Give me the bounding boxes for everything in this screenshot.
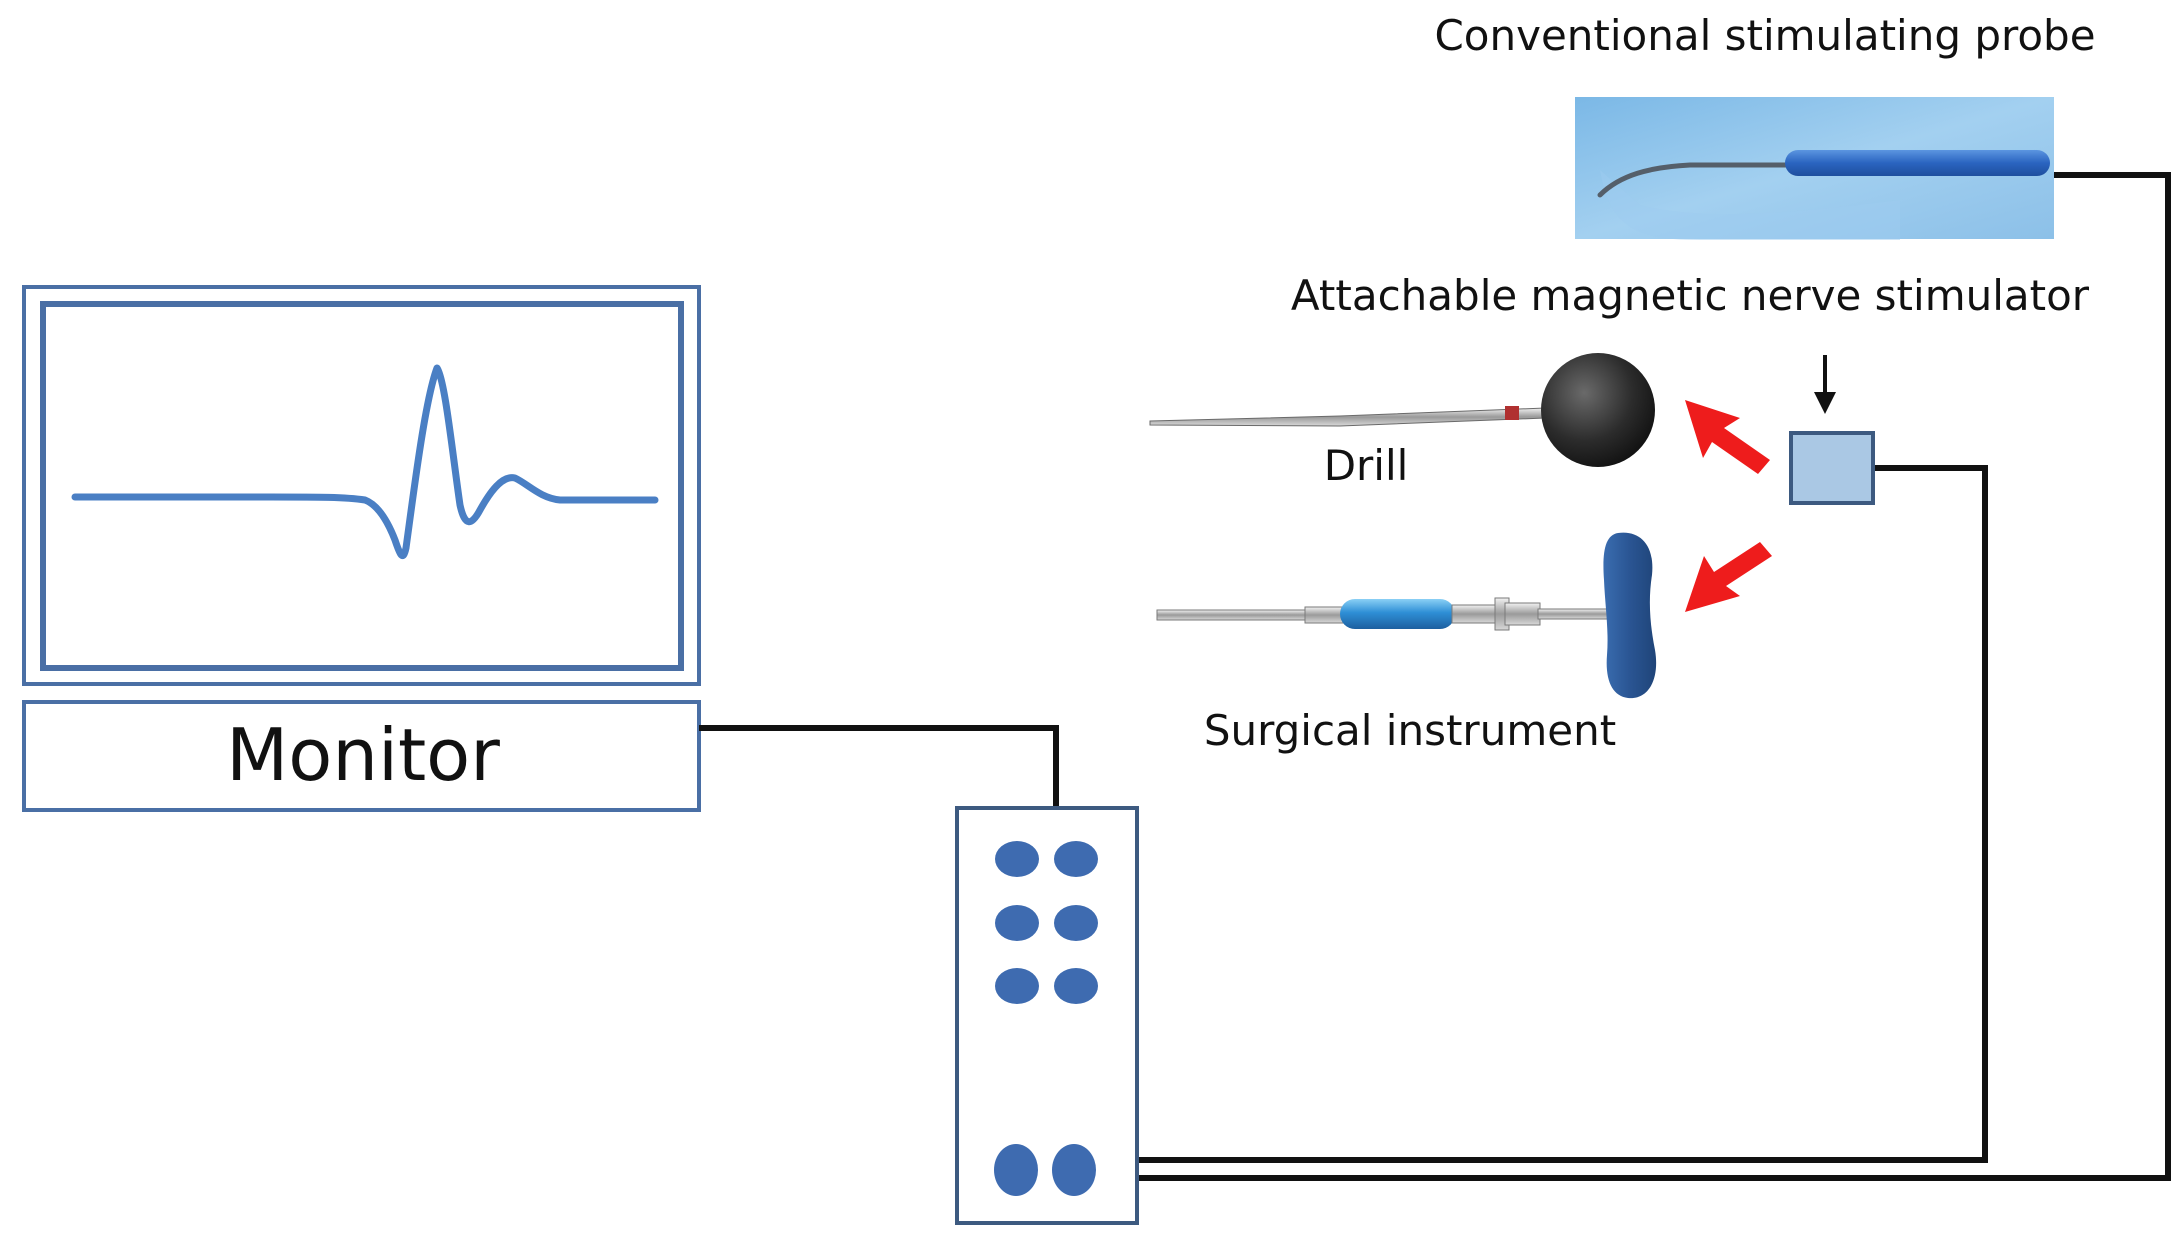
drill-shaft xyxy=(1149,407,1546,427)
unit-port xyxy=(1054,968,1098,1004)
monitor-label: Monitor xyxy=(226,713,500,797)
red-arrow-to-drill xyxy=(1685,400,1770,474)
surgical-instrument-photo xyxy=(1156,532,1657,699)
instrument-handle xyxy=(1340,599,1455,629)
drill-ball xyxy=(1541,353,1655,467)
probe-handle xyxy=(1785,150,2050,176)
drill-photo xyxy=(1149,353,1655,467)
monitor-label-box: Monitor xyxy=(22,700,701,812)
unit-port xyxy=(994,1144,1038,1196)
stimulator-to-unit-wire xyxy=(1078,465,1988,1163)
stimulator-label: Attachable magnetic nerve stimulator xyxy=(1291,271,2090,320)
red-arrow-to-surgical-instrument xyxy=(1685,542,1772,612)
probe-to-unit-wire xyxy=(1078,172,2171,1181)
instrument-t-handle xyxy=(1603,532,1657,699)
magnetic-stimulator-block xyxy=(1789,431,1875,505)
stimulation-unit xyxy=(955,806,1139,1225)
monitor-to-unit-wire xyxy=(699,725,1059,808)
probe-label: Conventional stimulating probe xyxy=(1434,11,2095,60)
unit-port xyxy=(1054,841,1098,877)
unit-port xyxy=(995,968,1039,1004)
waveform-signal xyxy=(71,364,659,560)
unit-port xyxy=(1054,905,1098,941)
unit-port xyxy=(1052,1144,1096,1196)
drill-label: Drill xyxy=(1324,441,1409,490)
connection-wires xyxy=(699,172,2171,1181)
unit-port xyxy=(995,905,1039,941)
down-arrow-indicator xyxy=(1814,355,1836,414)
surgical-instrument-label: Surgical instrument xyxy=(1204,706,1616,755)
stimulating-probe-photo xyxy=(1575,97,2054,240)
monitor-screen xyxy=(22,285,701,686)
unit-port xyxy=(995,841,1039,877)
probe-tip xyxy=(1597,162,1793,198)
